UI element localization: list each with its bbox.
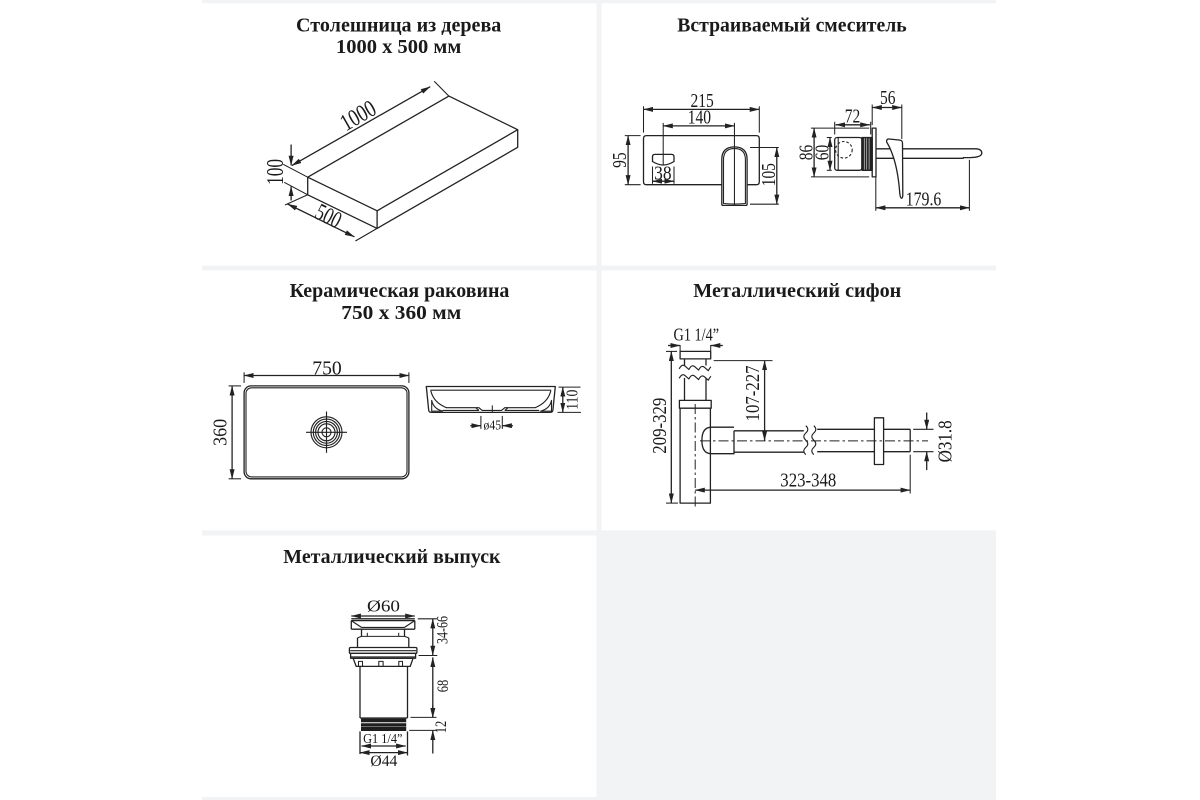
svg-text:110: 110	[563, 390, 582, 410]
svg-text:Металлический сифон: Металлический сифон	[693, 280, 901, 302]
svg-text:G1 1/4”: G1 1/4”	[363, 732, 402, 747]
svg-text:Ø44: Ø44	[370, 753, 397, 770]
svg-text:Металлический выпуск: Металлический выпуск	[283, 546, 501, 568]
svg-text:107-227: 107-227	[742, 365, 764, 421]
svg-text:G1 1/4”: G1 1/4”	[674, 325, 720, 345]
svg-text:100: 100	[263, 159, 289, 185]
svg-text:ø45: ø45	[484, 418, 502, 433]
svg-text:Столешница из дерева: Столешница из дерева	[296, 15, 501, 37]
svg-text:105: 105	[758, 163, 780, 186]
svg-text:750: 750	[312, 357, 342, 379]
svg-text:323-348: 323-348	[780, 469, 836, 491]
svg-text:215: 215	[690, 90, 713, 112]
svg-text:209-329: 209-329	[649, 398, 671, 454]
svg-text:Ø60: Ø60	[367, 596, 400, 615]
svg-text:86: 86	[795, 145, 817, 161]
svg-text:56: 56	[880, 87, 896, 109]
svg-text:Ø31.8: Ø31.8	[934, 420, 956, 462]
svg-text:Встраиваемый смеситель: Встраиваемый смеситель	[677, 15, 907, 37]
svg-text:12: 12	[433, 721, 450, 734]
svg-text:140: 140	[688, 107, 711, 129]
svg-text:34-66: 34-66	[435, 616, 452, 644]
svg-text:38: 38	[654, 163, 672, 185]
svg-text:179.6: 179.6	[906, 188, 942, 210]
svg-text:Керамическая раковина: Керамическая раковина	[290, 280, 510, 302]
svg-text:750 x 360 мм: 750 x 360 мм	[341, 302, 461, 324]
svg-text:68: 68	[435, 680, 452, 693]
svg-text:72: 72	[845, 105, 861, 127]
svg-text:1000 x 500 мм: 1000 x 500 мм	[336, 36, 461, 58]
svg-text:360: 360	[209, 419, 231, 446]
svg-text:95: 95	[609, 152, 631, 168]
svg-text:60: 60	[811, 145, 833, 161]
